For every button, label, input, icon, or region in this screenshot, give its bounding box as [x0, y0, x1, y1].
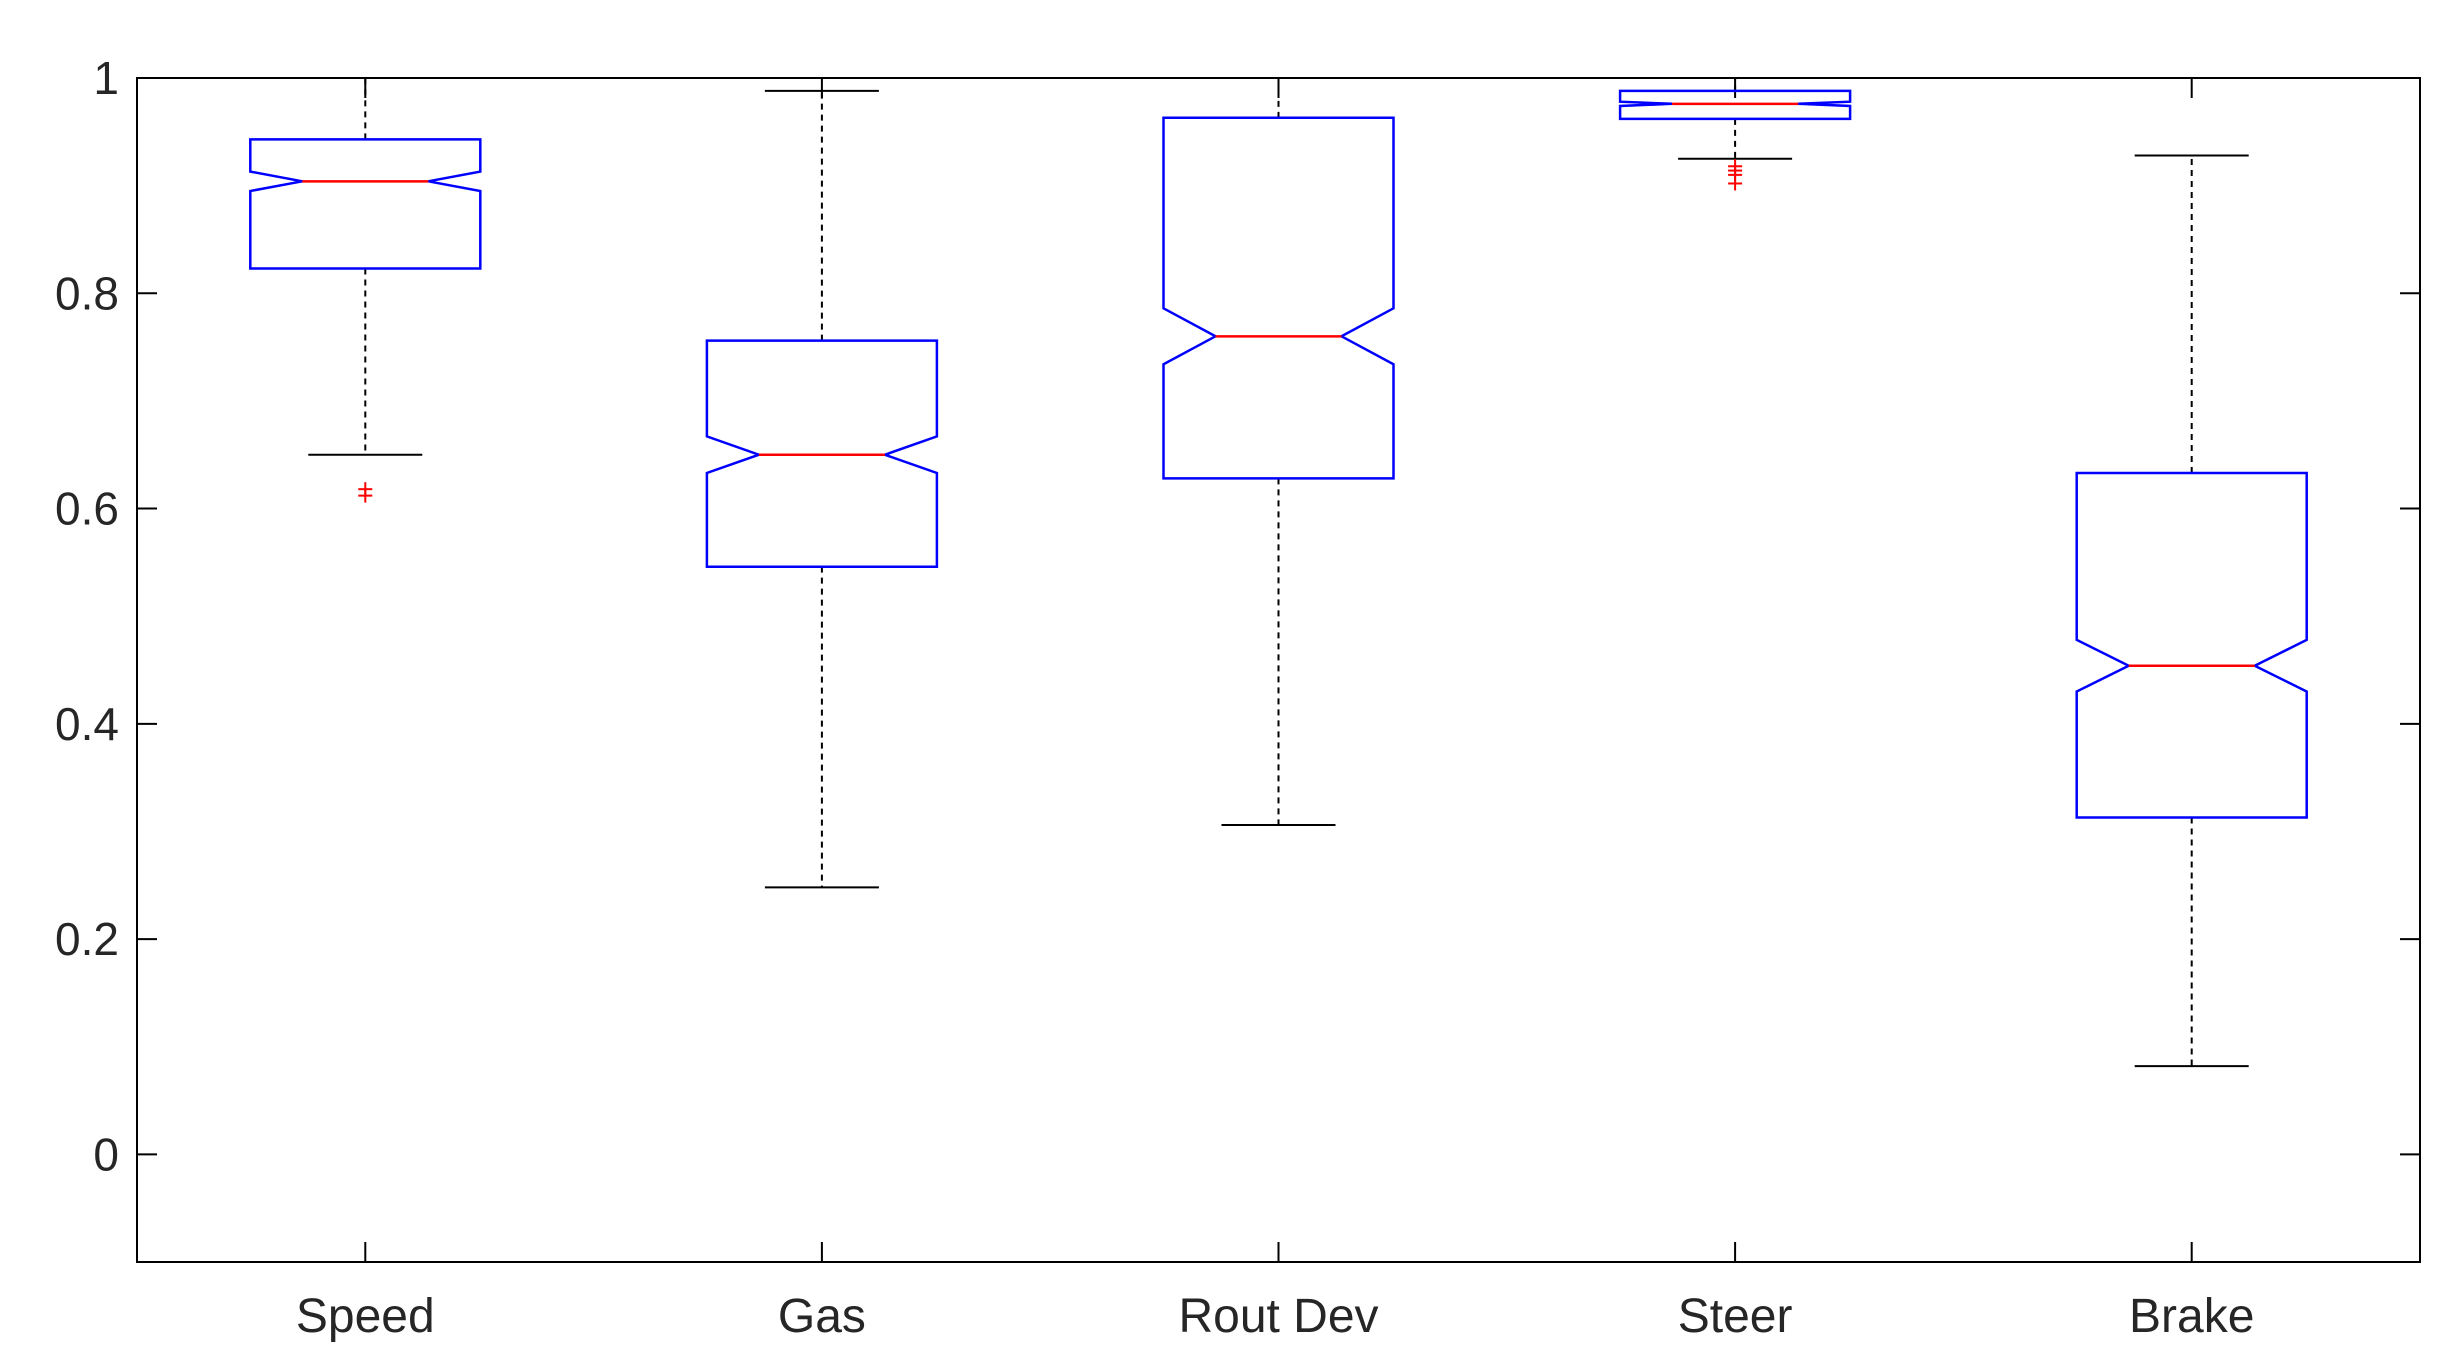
- y-tick-label: 1: [93, 52, 119, 104]
- notched-box: [2075, 471, 2308, 819]
- notched-box: [1162, 116, 1395, 480]
- box-rout-dev: [1162, 77, 1395, 826]
- y-axis: 0 0.2 0.4 0.6 0.8 1: [55, 52, 2420, 1180]
- box-gas: [705, 89, 939, 889]
- x-tick-label: Brake: [2129, 1290, 2254, 1343]
- y-tick-label: 0.2: [55, 913, 119, 965]
- outlier-marker: [1728, 176, 1743, 191]
- x-axis: Speed Gas Rout Dev Steer Brake: [296, 78, 2254, 1343]
- x-tick-label: Rout Dev: [1178, 1290, 1378, 1343]
- y-tick-label: 0: [93, 1128, 119, 1180]
- notched-box: [705, 339, 939, 568]
- x-tick-label: Speed: [296, 1290, 435, 1343]
- outlier-marker: [358, 488, 373, 503]
- box-steer: [1618, 77, 1852, 191]
- x-tick-label: Gas: [778, 1290, 866, 1343]
- y-tick-label: 0.6: [55, 483, 119, 535]
- notched-box: [249, 138, 482, 270]
- notched-box: [1618, 89, 1852, 121]
- y-tick-label: 0.4: [55, 698, 119, 750]
- box-series: [249, 77, 2308, 1068]
- box-speed: [249, 77, 482, 503]
- box-brake: [2075, 154, 2308, 1068]
- x-tick-label: Steer: [1678, 1290, 1793, 1343]
- y-tick-label: 0.8: [55, 267, 119, 319]
